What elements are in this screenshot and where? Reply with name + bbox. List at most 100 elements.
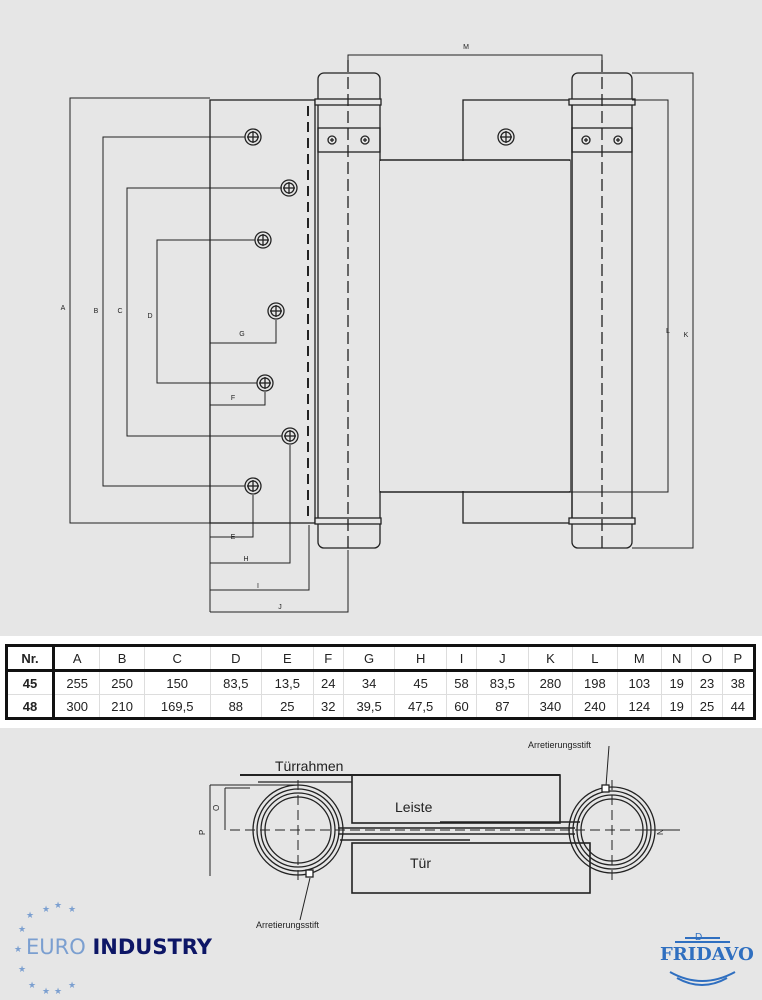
table-cell: 83,5 — [209, 670, 263, 695]
svg-text:★: ★ — [14, 944, 22, 954]
column-header: O — [691, 645, 723, 671]
table-cell: 19 — [661, 694, 693, 719]
logo-euro-text: EURO — [26, 935, 86, 959]
screw-hole-icon — [244, 477, 262, 495]
table-cell: 88 — [209, 694, 263, 719]
table-cell: 210 — [99, 694, 145, 719]
table-cell: 24 — [312, 670, 344, 695]
table-cell: 124 — [616, 694, 663, 719]
table-cell: 39,5 — [342, 694, 396, 719]
fridavo-mark: D — [695, 932, 702, 943]
dim-label-l: L — [666, 328, 670, 335]
table-cell: 34 — [342, 670, 396, 695]
dim-label-a: A — [61, 305, 66, 312]
dim-label-p: P — [198, 830, 207, 835]
pin-label-bottom: Arretierungsstift — [256, 920, 320, 930]
strip-label: Leiste — [395, 799, 433, 815]
model-number-cell: 45 — [6, 670, 55, 695]
column-header: M — [616, 645, 663, 671]
table-cell: 32 — [312, 694, 344, 719]
table-cell: 150 — [143, 670, 211, 695]
fridavo-logo: FRIDAVO — [660, 944, 754, 965]
svg-text:★: ★ — [28, 980, 36, 990]
screw-hole-icon — [581, 135, 591, 145]
screw-hole-icon — [244, 128, 262, 146]
dim-label-k: K — [684, 332, 689, 339]
svg-text:★: ★ — [42, 904, 50, 914]
table-cell: 240 — [572, 694, 618, 719]
table-cell: 169,5 — [143, 694, 211, 719]
column-header: B — [99, 645, 145, 671]
frame-label: Türrahmen — [275, 758, 343, 774]
svg-text:★: ★ — [18, 964, 26, 974]
dim-label-f: F — [231, 395, 235, 402]
screw-hole-icon — [280, 179, 298, 197]
screw-hole-icon — [256, 374, 274, 392]
table-cell: 47,5 — [394, 694, 447, 719]
table-cell: 25 — [691, 694, 723, 719]
screw-hole-icon — [613, 135, 623, 145]
door-rect — [351, 842, 591, 894]
table-cell: 23 — [691, 670, 723, 695]
logo-industry-text: INDUSTRY — [92, 935, 213, 959]
column-header: N — [661, 645, 693, 671]
table-cell: 300 — [52, 694, 101, 719]
dim-label-g: G — [239, 331, 244, 338]
dim-label-o: O — [212, 805, 221, 811]
column-header: P — [721, 645, 756, 671]
column-header: F — [312, 645, 344, 671]
table-cell: 44 — [721, 694, 756, 719]
svg-text:★: ★ — [68, 904, 76, 914]
left-barrel — [317, 72, 381, 549]
table-cell: 103 — [616, 670, 663, 695]
column-header: G — [342, 645, 396, 671]
left-leaf-plate — [209, 99, 316, 524]
column-header: H — [394, 645, 447, 671]
table-cell: 13,5 — [261, 670, 314, 695]
column-header: C — [143, 645, 211, 671]
svg-text:★: ★ — [42, 986, 50, 995]
column-header: D — [209, 645, 263, 671]
screw-hole-icon — [267, 302, 285, 320]
pin-label-top: Arretierungsstift — [528, 740, 592, 750]
svg-text:★: ★ — [54, 986, 62, 995]
table-cell: 198 — [572, 670, 618, 695]
table-cell: 340 — [527, 694, 574, 719]
screw-hole-icon — [281, 427, 299, 445]
model-number-cell: 48 — [6, 694, 55, 719]
column-header: A — [52, 645, 101, 671]
table-cell: 87 — [476, 694, 529, 719]
column-header: I — [445, 645, 478, 671]
hinge-section-drawing: Türrahmen Leiste Tür Arretierungsstift A… — [198, 740, 680, 930]
table-cell: 255 — [52, 670, 101, 695]
svg-text:★: ★ — [18, 924, 26, 934]
screw-hole-icon — [497, 128, 515, 146]
dim-label-d: D — [147, 313, 152, 320]
svg-text:★: ★ — [26, 910, 34, 920]
dim-label-e: E — [231, 534, 236, 541]
table-cell: 280 — [527, 670, 574, 695]
hinge-front-drawing: M A B C D G F E H I J L K — [61, 44, 694, 613]
dim-label-j: J — [278, 604, 282, 611]
column-header: J — [476, 645, 529, 671]
dim-label-n: N — [656, 829, 665, 835]
screw-holes — [244, 128, 623, 495]
table-cell: 25 — [261, 694, 314, 719]
euro-industry-logo: EURO INDUSTRY — [26, 935, 212, 959]
fridavo-emblem-icon: D — [669, 932, 736, 986]
table-cell: 83,5 — [476, 670, 529, 695]
table-cell: 19 — [661, 670, 693, 695]
column-header: L — [572, 645, 618, 671]
dim-label-c: C — [117, 308, 122, 315]
dim-label-m: M — [463, 44, 469, 51]
column-header-nr: Nr. — [6, 645, 55, 671]
column-header: K — [527, 645, 574, 671]
table-cell: 60 — [445, 694, 478, 719]
svg-text:★: ★ — [68, 980, 76, 990]
table-cell: 58 — [445, 670, 478, 695]
column-header: E — [261, 645, 314, 671]
